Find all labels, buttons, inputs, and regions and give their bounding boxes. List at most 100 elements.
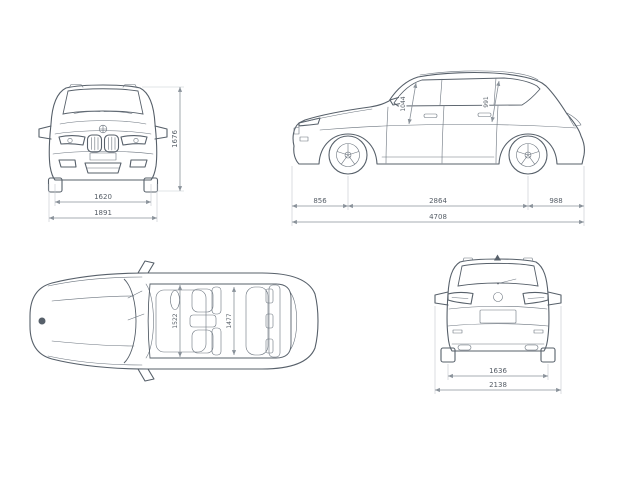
- top-mirror-left: [137, 260, 155, 274]
- hood-cut-bottom: [47, 355, 143, 366]
- rear-track-label: 1636: [489, 367, 507, 375]
- exhaust-right: [524, 344, 539, 351]
- front-width-dimension: 1891: [48, 184, 158, 222]
- top-wiper-a: [127, 290, 143, 299]
- hood-cut-top: [47, 276, 143, 287]
- license-plate-front: [89, 152, 117, 161]
- front-door-seam: [385, 106, 389, 164]
- rear-wiper: [497, 278, 517, 284]
- reflector-left: [452, 329, 463, 334]
- side-rear-wheel: [508, 135, 548, 175]
- headroom-rear-dimension: 991: [482, 80, 501, 123]
- side-fog-light: [299, 136, 309, 142]
- wiper-right: [103, 111, 133, 114]
- center-air-intake: [84, 162, 122, 174]
- front-mirror-left: [38, 125, 52, 140]
- rear-roof-rail-right: [522, 257, 534, 262]
- top-mirror-right: [137, 368, 155, 382]
- interior-width-rear-dimension: 1477: [225, 287, 237, 355]
- hood-crease-b: [51, 340, 135, 347]
- headroom-front-label: 1044: [400, 96, 407, 111]
- rear-door-seam: [495, 105, 499, 164]
- fog-intake-right: [129, 159, 148, 168]
- length-dimensions: 856 2864 988 4708: [291, 166, 585, 226]
- roof-rail-right: [122, 84, 138, 89]
- taillight-right: [522, 291, 549, 305]
- roof-panel: [147, 283, 292, 359]
- taillight-detail: [451, 297, 545, 299]
- side-headlight: [298, 117, 321, 127]
- character-line: [319, 124, 577, 131]
- side-mirror: [389, 96, 404, 106]
- top-wiper-b: [127, 313, 145, 321]
- side-front-wheel: [328, 135, 368, 175]
- bumper-top-line: [447, 323, 549, 327]
- front-door-handle: [423, 113, 438, 118]
- side-roof-rail: [419, 70, 539, 81]
- interior-width-front-dimension: 1522: [171, 285, 183, 357]
- headroom-front-dimension: 1044: [399, 82, 418, 125]
- rear-bench: [245, 284, 281, 358]
- rear-mirror-right: [547, 291, 562, 306]
- tailgate-seam: [448, 306, 548, 310]
- hood-roundel: [38, 317, 46, 325]
- reflector-right: [533, 329, 544, 334]
- side-body-outline: [292, 71, 585, 165]
- front-width-label: 1891: [94, 209, 112, 217]
- rear-wiper-pivot: [497, 282, 499, 285]
- rear-door-handle: [477, 112, 492, 117]
- wheelbase-label: 2864: [429, 197, 447, 205]
- b-pillar: [439, 78, 443, 106]
- rear-mirror-left: [434, 291, 449, 306]
- kidney-grille: [86, 134, 120, 153]
- overall-length-label: 4708: [429, 213, 447, 221]
- front-overhang-label: 856: [313, 197, 327, 205]
- roof-rail-left: [68, 84, 84, 89]
- rear-left-wheel: [440, 347, 456, 363]
- headlight-left: [58, 134, 86, 146]
- license-plate-rear: [479, 309, 517, 324]
- shark-fin-antenna: [494, 254, 501, 261]
- headlight-right: [120, 134, 148, 146]
- interior-width-rear-label: 1477: [226, 313, 233, 328]
- headlight-ring-left: [67, 137, 73, 143]
- height-label: 1676: [171, 130, 179, 148]
- rear-window: [457, 262, 539, 287]
- interior-width-front-label: 1522: [172, 313, 179, 328]
- exhaust-left: [457, 344, 472, 351]
- top-body-outline: [29, 272, 319, 370]
- mirror-width-dimension: 2138: [434, 306, 562, 394]
- top-view: 1522 1477: [29, 260, 319, 382]
- rear-right-wheel: [540, 347, 556, 363]
- rear-roundel: [493, 292, 503, 302]
- driver-seat: [191, 286, 222, 315]
- windshield-base-arc: [123, 278, 137, 364]
- front-mirror-right: [154, 125, 168, 140]
- sunroof: [155, 289, 207, 353]
- mid-door-seam: [441, 105, 445, 164]
- taillight-left: [447, 291, 474, 305]
- front-track-label: 1620: [94, 193, 112, 201]
- hood-crease-a: [51, 295, 135, 302]
- height-dimension: 1676: [142, 86, 184, 192]
- hood-crease-upper: [59, 120, 147, 125]
- center-console: [189, 314, 217, 328]
- steering-wheel: [170, 290, 180, 310]
- rear-window-arc: [289, 291, 297, 351]
- rear-track-dimension: 1636: [447, 364, 549, 380]
- roof-front-edge: [145, 283, 154, 359]
- rear-overhang-label: 988: [549, 197, 562, 205]
- rear-roof-rail-left: [462, 257, 474, 262]
- headroom-rear-label: 991: [483, 96, 490, 108]
- side-grille: [293, 126, 300, 135]
- fog-intake-left: [58, 159, 77, 168]
- rear-body-outline: [446, 258, 550, 352]
- hood-seam: [307, 108, 373, 122]
- front-body-outline: [48, 84, 158, 181]
- side-glasshouse: [393, 77, 541, 107]
- windshield: [62, 88, 144, 115]
- side-taillight: [566, 112, 582, 127]
- front-view: 1620 1891 1676: [38, 84, 184, 222]
